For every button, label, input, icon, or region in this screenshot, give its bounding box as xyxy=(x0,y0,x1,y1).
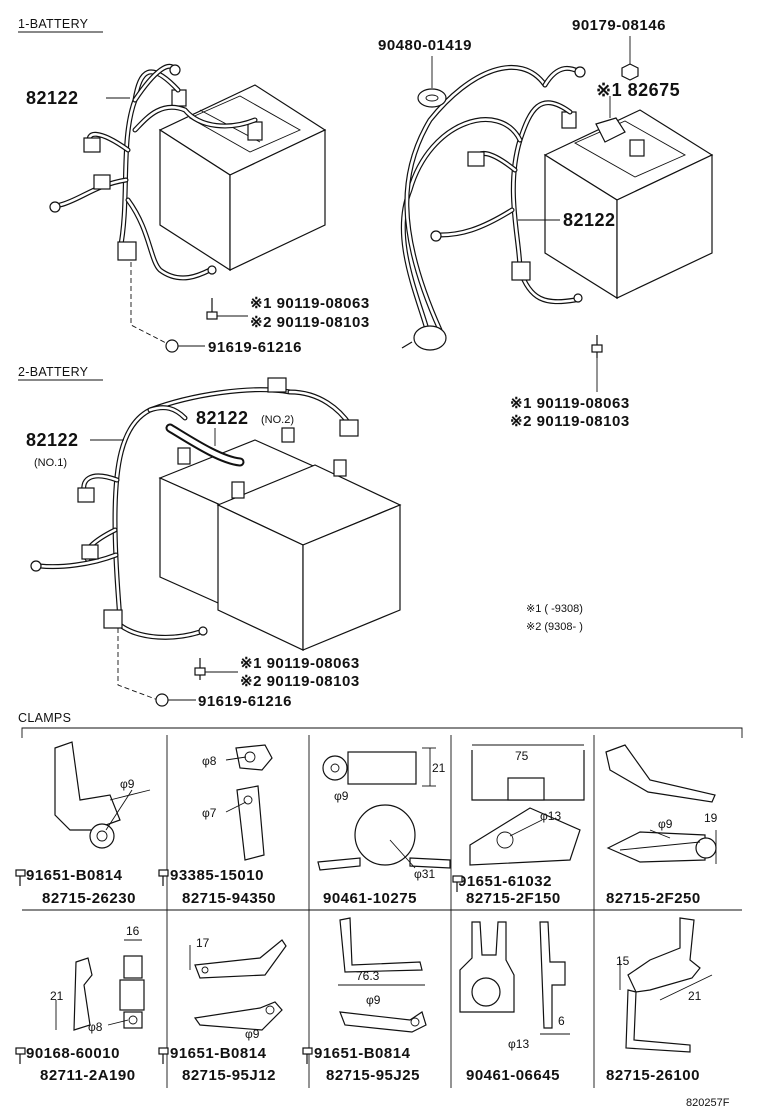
clamp-illustration-2 xyxy=(225,744,273,861)
label-82122-right: 82122 xyxy=(563,210,616,230)
label-82122-no2: 82122 xyxy=(196,408,249,428)
label-screw-1-right: ※1 90119-08063 xyxy=(510,395,630,412)
clamp-7-bolt: 91651-B0814 xyxy=(170,1045,267,1062)
clamp-illustration-1 xyxy=(54,741,151,849)
clamp-2-dim-1: φ8 xyxy=(202,754,217,768)
label-screw-1-two: ※1 90119-08063 xyxy=(240,655,360,672)
label-screw-1-left: ※1 90119-08063 xyxy=(250,295,370,312)
clamp-1-dim-1: φ9 xyxy=(120,777,135,791)
clamp-6-dim-2: 21 xyxy=(50,989,64,1003)
clamp-illustration-6 xyxy=(55,939,145,1031)
clamp-10-part: 82715-26100 xyxy=(606,1067,700,1084)
label-clip-two: 91619-61216 xyxy=(198,693,292,710)
section-title-clamps: CLAMPS xyxy=(18,711,71,725)
label-screw-2-left: ※2 90119-08103 xyxy=(250,314,370,331)
legend-note-2: ※2 (9308- ) xyxy=(526,621,583,633)
section-title-1-battery: 1-BATTERY xyxy=(18,17,89,31)
battery-1-right-illustration xyxy=(400,36,714,392)
clamp-10-dim-1: 15 xyxy=(616,954,630,968)
clamp-4-bolt: 91651-61032 xyxy=(458,873,552,890)
label-nut: 90179-08146 xyxy=(572,17,666,34)
clamps-frame xyxy=(21,727,743,1088)
label-screw-2-right: ※2 90119-08103 xyxy=(510,413,630,430)
clamp-3-part: 90461-10275 xyxy=(323,890,417,907)
clamp-8-part: 82715-95J25 xyxy=(326,1067,420,1084)
label-82122-no1: 82122 xyxy=(26,430,79,450)
clamp-3-dim-1: 21 xyxy=(432,761,446,775)
clamp-illustration-5 xyxy=(605,744,717,864)
clamp-illustration-10 xyxy=(619,917,713,1053)
clamp-6-bolt: 90168-60010 xyxy=(26,1045,120,1062)
clamp-2-bolt: 93385-15010 xyxy=(170,867,264,884)
label-82122-left: 82122 xyxy=(26,88,79,108)
clamp-4-dim-2: φ13 xyxy=(540,809,561,823)
label-cover-82675: ※1 82675 xyxy=(596,80,680,100)
clamp-1-bolt: 91651-B0814 xyxy=(26,867,123,884)
clamp-4-part: 82715-2F150 xyxy=(466,890,561,907)
clamp-4-dim-1: 75 xyxy=(515,749,529,763)
clamp-5-part: 82715-2F250 xyxy=(606,890,701,907)
clamp-illustration-8 xyxy=(338,917,427,1033)
battery-2-illustration xyxy=(30,377,402,707)
figure-code: 820257F xyxy=(686,1097,730,1109)
clamp-7-part: 82715-95J12 xyxy=(182,1067,276,1084)
clamp-illustration-7 xyxy=(189,939,287,1031)
clamp-illustration-9 xyxy=(459,921,570,1035)
clamp-illustration-4 xyxy=(469,744,585,866)
label-screw-2-two: ※2 90119-08103 xyxy=(240,673,360,690)
clamp-1-part: 82715-26230 xyxy=(42,890,136,907)
clamp-7-dim-2: φ9 xyxy=(245,1027,260,1041)
clamp-illustration-3 xyxy=(317,747,451,871)
clamp-3-dim-2: φ9 xyxy=(334,789,349,803)
clamp-5-dim-1: φ9 xyxy=(658,817,673,831)
clamp-7-dim-1: 17 xyxy=(196,936,210,950)
clamp-3-dim-3: φ31 xyxy=(414,867,435,881)
clamp-2-part: 82715-94350 xyxy=(182,890,276,907)
battery-1-left-illustration xyxy=(49,63,327,353)
bolt-icons xyxy=(15,869,463,1064)
label-clip-left: 91619-61216 xyxy=(208,339,302,356)
clamp-9-part: 90461-06645 xyxy=(466,1067,560,1084)
label-grommet: 90480-01419 xyxy=(378,37,472,54)
clamp-8-dim-2: φ9 xyxy=(366,993,381,1007)
legend-note-1: ※1 ( -9308) xyxy=(526,603,583,615)
clamp-9-dim-2: 6 xyxy=(558,1014,565,1028)
section-title-2-battery: 2-BATTERY xyxy=(18,365,89,379)
clamp-6-dim-1: 16 xyxy=(126,924,140,938)
label-no1-note: (NO.1) xyxy=(34,457,67,469)
clamp-5-dim-2: 19 xyxy=(704,811,718,825)
clamp-10-dim-2: 21 xyxy=(688,989,702,1003)
clamp-9-dim-1: φ13 xyxy=(508,1037,529,1051)
clamp-8-bolt: 91651-B0814 xyxy=(314,1045,411,1062)
clamp-8-dim-1: 76.3 xyxy=(356,969,380,983)
clamp-6-dim-3: φ8 xyxy=(88,1020,103,1034)
clamp-6-part: 82711-2A190 xyxy=(40,1067,136,1084)
label-no2-note: (NO.2) xyxy=(261,414,294,426)
clamp-2-dim-2: φ7 xyxy=(202,806,217,820)
